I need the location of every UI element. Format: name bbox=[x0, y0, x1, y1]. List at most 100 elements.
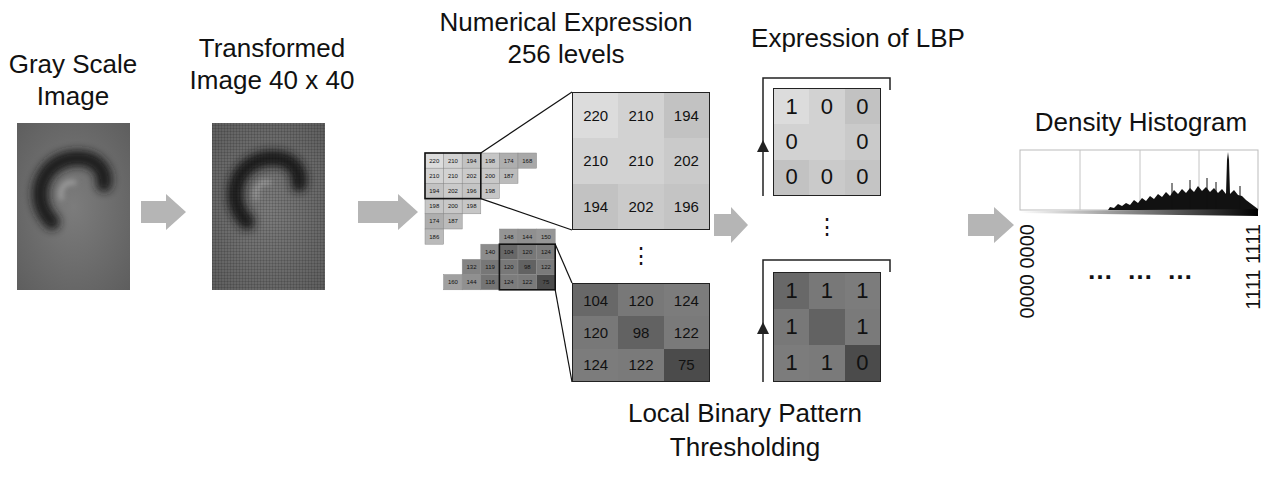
stage-heading: Transformed Image 40 x 40 bbox=[186, 32, 358, 96]
pixel-cell bbox=[481, 259, 500, 274]
stage-box: Expression of LBP1000000011111110 bbox=[748, 22, 968, 390]
pixel-value: 198 bbox=[425, 199, 444, 214]
grayscale-photo bbox=[17, 123, 130, 290]
pixel-cell bbox=[462, 259, 481, 274]
pixel-value: 210 bbox=[618, 138, 663, 183]
pixel-cell bbox=[499, 259, 518, 274]
binary-bit: 0 bbox=[845, 345, 880, 381]
lbp-grid: 10000000 bbox=[773, 88, 881, 196]
binary-bit: 0 bbox=[809, 89, 844, 124]
pixel-value: 98 bbox=[518, 259, 537, 274]
pixel-value: 122 bbox=[537, 259, 556, 274]
pixel-cell bbox=[444, 199, 463, 214]
pixel-cell bbox=[481, 183, 500, 198]
pixel-value: 200 bbox=[444, 199, 463, 214]
binary-bit: 0 bbox=[845, 124, 880, 159]
pixel-value: 168 bbox=[518, 153, 537, 168]
pixel-value: 104 bbox=[573, 284, 618, 316]
pixel-value: 124 bbox=[499, 275, 518, 290]
pixel-cell bbox=[462, 183, 481, 198]
pixel-cell bbox=[444, 153, 463, 168]
pixel-value: 198 bbox=[481, 183, 500, 198]
pixel-cell bbox=[518, 244, 537, 259]
binary-bit: 0 bbox=[809, 160, 844, 195]
pixel-value: 160 bbox=[444, 275, 463, 290]
pixel-value: 220 bbox=[425, 153, 444, 168]
pixel-value: 202 bbox=[462, 168, 481, 183]
binary-bit: 1 bbox=[845, 309, 880, 345]
binary-bit: 1 bbox=[774, 345, 809, 381]
pixel-value: 200 bbox=[481, 168, 500, 183]
pixel-zoom-grid: 220210194210210202194202196 bbox=[572, 92, 710, 230]
pixel-value: 144 bbox=[518, 229, 537, 244]
pixel-value: 202 bbox=[444, 183, 463, 198]
pixel-value: 120 bbox=[499, 259, 518, 274]
pixel-value: 194 bbox=[664, 93, 709, 138]
flow-arrow bbox=[141, 194, 186, 230]
pixel-cell bbox=[425, 199, 444, 214]
pixel-cell bbox=[462, 153, 481, 168]
stage-box: Transformed Image 40 x 40 bbox=[186, 32, 358, 294]
pixel-cell bbox=[518, 153, 537, 168]
binary-bit: 0 bbox=[774, 160, 809, 195]
pixel-cell bbox=[462, 275, 481, 290]
ellipsis: ⋮ bbox=[816, 215, 838, 239]
binary-bit: 0 bbox=[774, 124, 809, 159]
binary-bit: 0 bbox=[845, 89, 880, 124]
pixel-cell bbox=[499, 275, 518, 290]
pixel-value: 120 bbox=[618, 284, 663, 316]
pixel-value: 75 bbox=[664, 349, 709, 381]
pixel-cell bbox=[425, 214, 444, 229]
pixel-value: 174 bbox=[425, 214, 444, 229]
pixel-cell bbox=[481, 168, 500, 183]
flow-arrow bbox=[714, 207, 748, 243]
axis-label: 1111 1111 bbox=[1242, 224, 1264, 310]
zoom-leader bbox=[481, 92, 572, 382]
pixel-cell bbox=[444, 214, 463, 229]
pixel-value: 98 bbox=[618, 316, 663, 348]
pixel-cell bbox=[444, 275, 463, 290]
binary-bit: 1 bbox=[774, 89, 809, 124]
pixel-value: 132 bbox=[462, 259, 481, 274]
pixel-value: 194 bbox=[462, 153, 481, 168]
pixel-cell bbox=[518, 259, 537, 274]
pixel-value: 174 bbox=[499, 153, 518, 168]
pixel-cell bbox=[537, 229, 556, 244]
pixel-value: 120 bbox=[518, 244, 537, 259]
scan-bracket bbox=[763, 78, 890, 382]
stage-heading: Expression of LBP bbox=[748, 22, 968, 54]
pixel-value: 148 bbox=[499, 229, 518, 244]
pixel-cell bbox=[537, 275, 556, 290]
binary-bit: 0 bbox=[845, 160, 880, 195]
pixel-value: 140 bbox=[481, 244, 500, 259]
pixel-cell bbox=[537, 244, 556, 259]
pixel-value: 210 bbox=[425, 168, 444, 183]
pixel-cell bbox=[462, 199, 481, 214]
stage-box: Gray Scale Image bbox=[5, 48, 141, 294]
pixel-value: 194 bbox=[573, 184, 618, 229]
pixel-value: 144 bbox=[462, 275, 481, 290]
pixel-cell bbox=[537, 259, 556, 274]
stage-box: Density Histogram bbox=[1014, 106, 1268, 330]
pixel-zoom-grid: 1041201241209812212412275 bbox=[572, 283, 710, 382]
pixel-cell bbox=[481, 153, 500, 168]
pixel-value: 150 bbox=[537, 229, 556, 244]
pixel-cell bbox=[499, 244, 518, 259]
ellipsis: ⋮ bbox=[630, 244, 652, 268]
pixel-value: 210 bbox=[618, 93, 663, 138]
pixel-cell bbox=[444, 183, 463, 198]
pixel-value: 196 bbox=[462, 183, 481, 198]
pixel-value: 210 bbox=[444, 168, 463, 183]
pixel-value: 220 bbox=[573, 93, 618, 138]
pixel-cell bbox=[518, 275, 537, 290]
binary-bit: 1 bbox=[845, 273, 880, 309]
stage-heading: Density Histogram bbox=[1014, 106, 1268, 138]
pixel-value: 187 bbox=[499, 168, 518, 183]
pixel-value: 198 bbox=[481, 153, 500, 168]
scan-arrowhead bbox=[757, 140, 769, 334]
pixel-value: 202 bbox=[618, 184, 663, 229]
flow-arrow bbox=[358, 194, 418, 230]
pixel-cell bbox=[425, 183, 444, 198]
histogram-plot bbox=[1020, 150, 1258, 216]
pixel-value: 210 bbox=[573, 138, 618, 183]
